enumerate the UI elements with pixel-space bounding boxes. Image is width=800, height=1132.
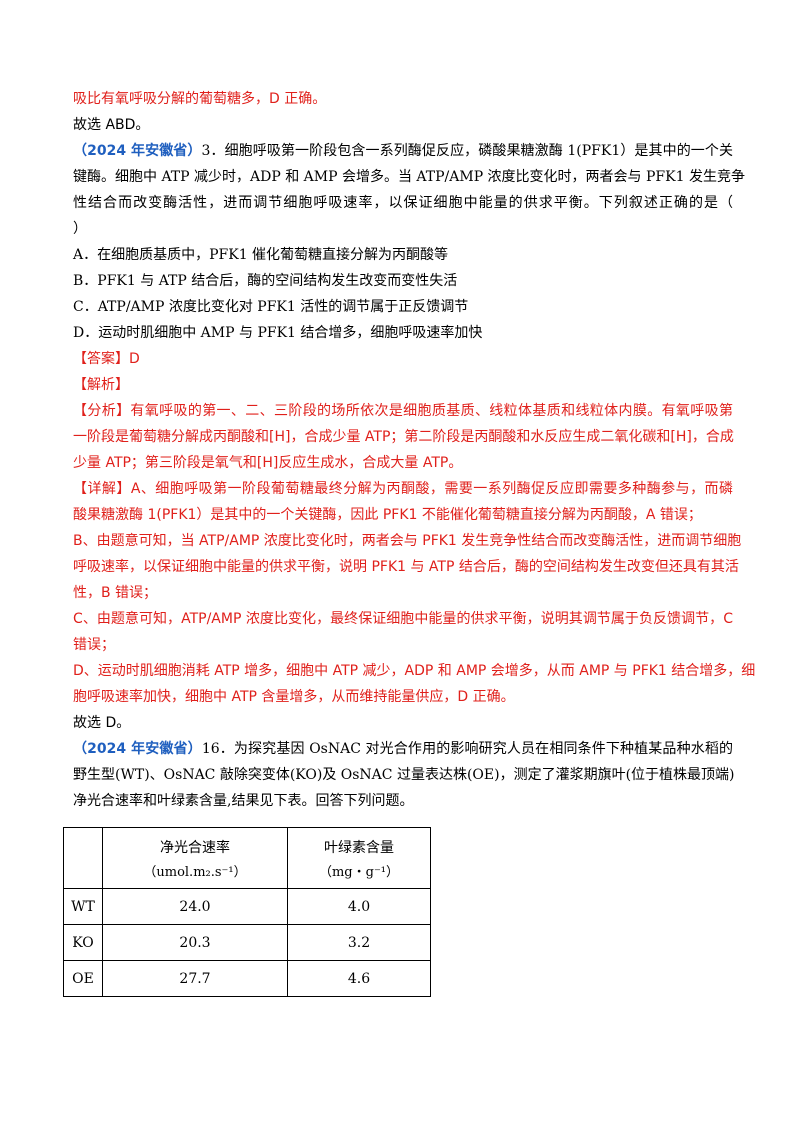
table-row: KO 20.3 3.2 bbox=[63, 924, 431, 961]
table-header-chlorophyll-label: 叶绿素含量 bbox=[324, 839, 394, 856]
q3-fenxi-line-3: 少量 ATP；第三阶段是氧气和[H]反应生成水，合成大量 ATP。 bbox=[73, 455, 463, 471]
q16-source: （2024 年安徽省） bbox=[73, 741, 202, 757]
table-header-chlorophyll: 叶绿素含量 （mg・g⁻¹） bbox=[287, 827, 431, 889]
q3-fenxi-line-2: 一阶段是葡萄糖分解成丙酮酸和[H]，合成少量 ATP；第二阶段是丙酮酸和水反应生… bbox=[73, 429, 734, 445]
q3-stem-line-1: （2024 年安徽省）3．细胞呼吸第一阶段包含一系列酶促反应，磷酸果糖激酶 1(… bbox=[73, 138, 733, 164]
q3-fenxi-line-1: 【分析】有氧呼吸的第一、二、三阶段的场所依次是细胞质基质、线粒体基质和线粒体内膜… bbox=[73, 403, 733, 419]
table-cell-rate: 20.3 bbox=[102, 924, 288, 961]
table-header-row: 净光合速率 （umol.m₂.s⁻¹） 叶绿素含量 （mg・g⁻¹） bbox=[63, 827, 431, 889]
table-cell-chlorophyll: 3.2 bbox=[287, 924, 431, 961]
q16-stem-line-2: 野生型(WT)、OsNAC 敲除突变体(KO)及 OsNAC 过量表达株(OE)… bbox=[73, 767, 735, 783]
table-cell-group: WT bbox=[63, 888, 103, 925]
table-row: WT 24.0 4.0 bbox=[63, 888, 431, 925]
q16-stem-line-1: （2024 年安徽省）16．为探究基因 OsNAC 对光合作用的影响研究人员在相… bbox=[73, 736, 733, 762]
q3-b-line-1: B、由题意可知，当 ATP/AMP 浓度比变化时，两者会与 PFK1 发生竞争性… bbox=[73, 533, 742, 549]
table-header-empty bbox=[63, 827, 103, 889]
q3-d-line-2: 胞呼吸速率加快，细胞中 ATP 含量增多，从而维持能量供应，D 正确。 bbox=[73, 689, 515, 705]
table-header-rate: 净光合速率 （umol.m₂.s⁻¹） bbox=[102, 827, 288, 889]
table-cell-chlorophyll: 4.6 bbox=[287, 960, 431, 997]
table-cell-rate: 24.0 bbox=[102, 888, 288, 925]
q3-stem-line-3: 性结合而改变酶活性，进而调节细胞呼吸速率，以保证细胞中能量的供求平衡。下列叙述正… bbox=[73, 195, 733, 211]
q3-source: （2024 年安徽省） bbox=[73, 143, 202, 159]
prev-answer-line: 吸比有氧呼吸分解的葡萄糖多，D 正确。 bbox=[73, 91, 327, 107]
q3-b-line-2: 呼吸速率，以保证细胞中能量的供求平衡，说明 PFK1 与 ATP 结合后，酶的空… bbox=[73, 559, 739, 575]
q3-stem-line-2: 键酶。细胞中 ATP 减少时，ADP 和 AMP 会增多。当 ATP/AMP 浓… bbox=[73, 169, 745, 185]
q3-option-a: A．在细胞质基质中，PFK1 催化葡萄糖直接分解为丙酮酸等 bbox=[73, 247, 449, 263]
q3-d-line-1: D、运动时肌细胞消耗 ATP 增多，细胞中 ATP 减少，ADP 和 AMP 会… bbox=[73, 663, 756, 679]
table-row: OE 27.7 4.6 bbox=[63, 960, 431, 997]
q3-stem-text-1: 3．细胞呼吸第一阶段包含一系列酶促反应，磷酸果糖激酶 1(PFK1）是其中的一个… bbox=[201, 143, 734, 159]
table-header-rate-unit: （umol.m₂.s⁻¹） bbox=[143, 864, 247, 880]
q3-option-c: C．ATP/AMP 浓度比变化对 PFK1 活性的调节属于正反馈调节 bbox=[73, 299, 469, 315]
q3-option-d: D．运动时肌细胞中 AMP 与 PFK1 结合增多，细胞呼吸速率加快 bbox=[73, 325, 483, 341]
table-header-chlorophyll-unit: （mg・g⁻¹） bbox=[318, 864, 400, 880]
q3-xiangjie-line-2: 酸果糖激酶 1(PFK1）是其中的一个关键酶，因此 PFK1 不能催化葡萄糖直接… bbox=[73, 507, 702, 523]
table-cell-rate: 27.7 bbox=[102, 960, 288, 997]
q16-stem-text-1: 16．为探究基因 OsNAC 对光合作用的影响研究人员在相同条件下种植某品种水稻… bbox=[201, 741, 733, 757]
results-table: 净光合速率 （umol.m₂.s⁻¹） 叶绿素含量 （mg・g⁻¹） WT 24… bbox=[63, 827, 431, 997]
q3-xiangjie-line-1: 【详解】A、细胞呼吸第一阶段葡萄糖最终分解为丙酮酸，需要一系列酶促反应即需要多种… bbox=[73, 481, 733, 497]
table-cell-chlorophyll: 4.0 bbox=[287, 888, 431, 925]
table-cell-group: OE bbox=[63, 960, 103, 997]
q3-answer: 【答案】D bbox=[73, 351, 140, 367]
table-header-rate-label: 净光合速率 bbox=[160, 839, 230, 856]
q16-stem-line-3: 净光合速率和叶绿素含量,结果见下表。回答下列问题。 bbox=[73, 793, 414, 809]
q3-conclusion: 故选 D。 bbox=[73, 715, 131, 731]
table-cell-group: KO bbox=[63, 924, 103, 961]
document-page: 吸比有氧呼吸分解的葡萄糖多，D 正确。 故选 ABD。 （2024 年安徽省）3… bbox=[73, 86, 756, 814]
q3-b-line-3: 性，B 错误； bbox=[73, 585, 158, 601]
q3-stem-line-4: ） bbox=[73, 221, 87, 237]
q3-c-line-2: 错误； bbox=[73, 637, 115, 653]
q3-analysis-title: 【解析】 bbox=[73, 377, 129, 393]
q3-c-line-1: C、由题意可知，ATP/AMP 浓度比变化，最终保证细胞中能量的供求平衡，说明其… bbox=[73, 611, 733, 627]
q3-option-b: B．PFK1 与 ATP 结合后，酶的空间结构发生改变而变性失活 bbox=[73, 273, 458, 289]
prev-conclusion: 故选 ABD。 bbox=[73, 117, 150, 133]
